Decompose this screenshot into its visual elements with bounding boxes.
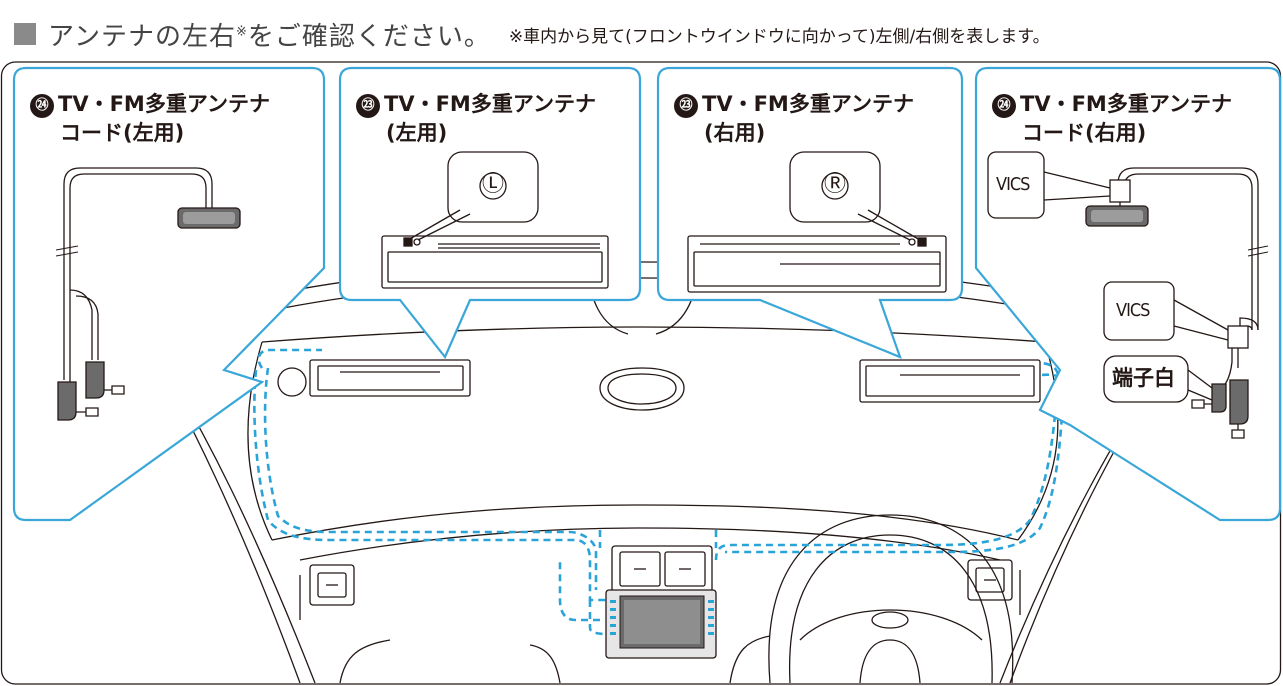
antenna-left-drawing (381, 151, 609, 289)
marker-left-label: Ⓛ (482, 172, 505, 197)
marker-left-circle (479, 172, 507, 200)
header-title: アンテナの左右※をご確認ください。 (48, 21, 491, 52)
antenna-mounted-right (859, 359, 1041, 403)
marker-right-label: Ⓡ (824, 172, 847, 197)
vics-top-tag: VICS (996, 174, 1030, 195)
vics-bottom-tag-box (1103, 281, 1175, 341)
cord-right-drawing (987, 151, 1269, 439)
head-unit (605, 589, 717, 659)
terminal-tag-box (1103, 355, 1189, 403)
part-number-badge: ㉔ (992, 94, 1016, 118)
terminal-tag: 端子白 (1112, 366, 1175, 390)
part-number-badge: ㉓ (356, 94, 380, 118)
part-number-badge: ㉔ (30, 94, 54, 118)
marker-right-circle (821, 172, 849, 200)
cord-left-drawing (55, 167, 241, 421)
vics-bottom-tag: VICS (1116, 300, 1150, 321)
header-note: ※車内から見て(フロントウインドウに向かって)左側/右側を表します。 (508, 26, 1050, 47)
header-square-icon (14, 23, 36, 45)
cable-route (253, 348, 1066, 636)
vics-top-tag-box (987, 151, 1045, 219)
antenna-right-drawing (687, 151, 947, 293)
antenna-mounted-left (309, 359, 471, 397)
part-number-badge: ㉓ (674, 94, 698, 118)
page-header: アンテナの左右※をご確認ください。 ※車内から見て(フロントウインドウに向かって… (14, 10, 1050, 58)
